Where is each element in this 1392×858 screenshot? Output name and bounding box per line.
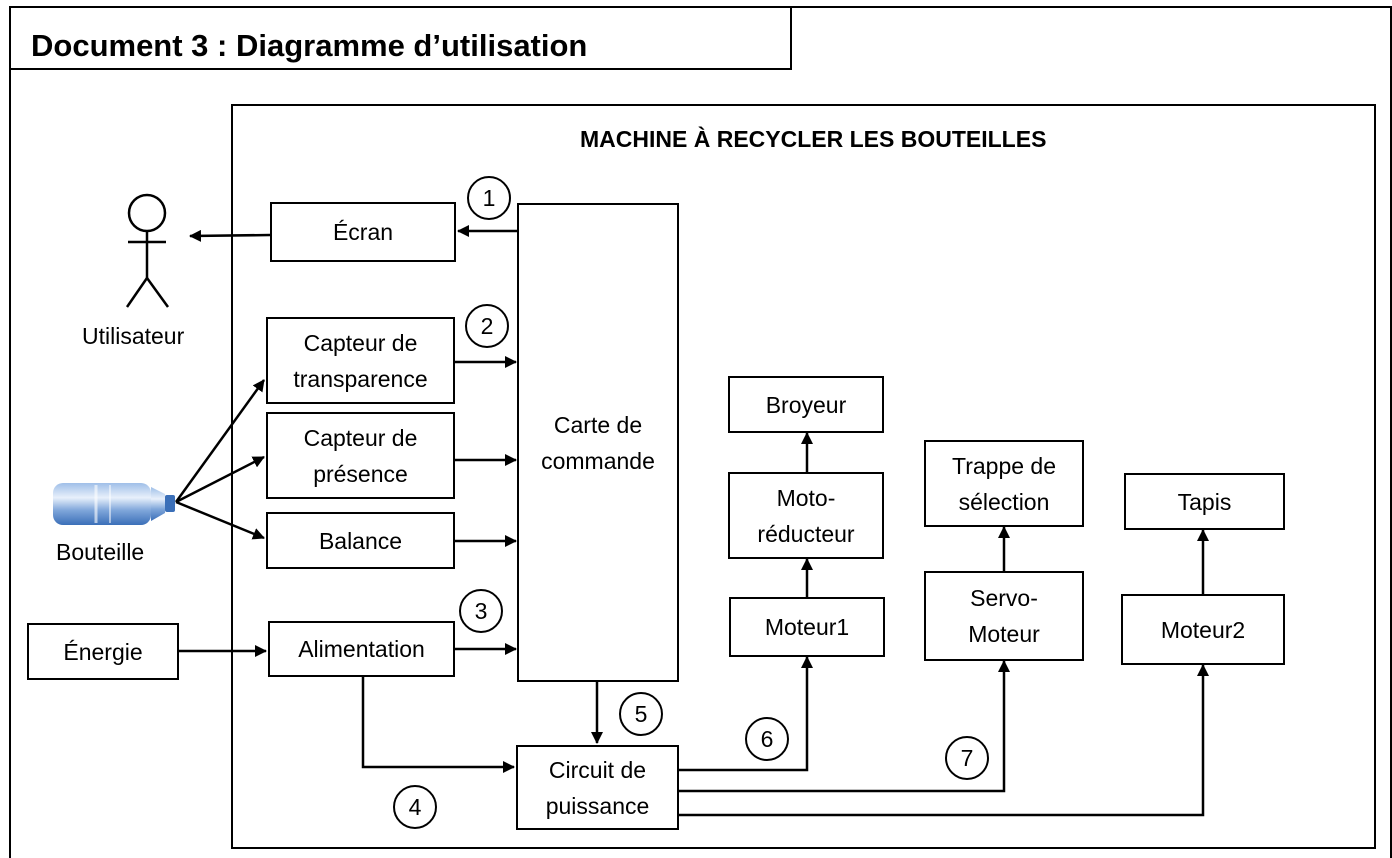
balance-block: Balance xyxy=(266,512,455,569)
marker-6: 6 xyxy=(745,717,789,761)
machine-boundary xyxy=(231,104,1376,849)
bottle-icon xyxy=(53,483,175,525)
trappe-line1: Trappe de xyxy=(952,452,1056,479)
moto-reducteur-block: Moto- réducteur xyxy=(728,472,884,559)
moteur2-block: Moteur2 xyxy=(1121,594,1285,665)
trappe-block: Trappe de sélection xyxy=(924,440,1084,527)
marker-4: 4 xyxy=(393,785,437,829)
broyeur-label: Broyeur xyxy=(765,391,847,418)
arrow-alimentation-to-circuit xyxy=(361,677,515,773)
tapis-label: Tapis xyxy=(1177,488,1232,515)
carte-commande-block: Carte de commande xyxy=(517,203,679,682)
alimentation-label: Alimentation xyxy=(298,636,425,662)
marker-2: 2 xyxy=(465,304,509,348)
servo-moteur-line2: Moteur xyxy=(968,621,1040,647)
ecran-block: Écran xyxy=(270,202,456,262)
servo-moteur-line1: Servo- xyxy=(970,585,1038,611)
user-icon xyxy=(125,193,170,308)
arrow-bottle-to-balance xyxy=(175,500,265,540)
energie-label: Énergie xyxy=(63,638,143,665)
capteur-transparence-line1: Capteur de xyxy=(303,329,418,356)
bottle-label: Bouteille xyxy=(56,539,145,565)
capteur-presence-block: Capteur de présence xyxy=(266,412,455,499)
arrow-ecran-to-user xyxy=(189,229,271,242)
capteur-presence-line1: Capteur de xyxy=(303,424,418,451)
document-title: Document 3 : Diagramme d’utilisation xyxy=(31,28,588,63)
arrow-circuit-to-moteur1 xyxy=(678,656,813,772)
carte-commande-line2: commande xyxy=(541,447,655,474)
arrow-bottle-to-transparence xyxy=(174,379,266,503)
circuit-puissance-line2: puissance xyxy=(545,792,650,819)
circuit-puissance-block: Circuit de puissance xyxy=(516,745,679,830)
user-label: Utilisateur xyxy=(82,323,185,349)
moteur2-label: Moteur2 xyxy=(1160,616,1246,643)
moto-reducteur-line2: réducteur xyxy=(757,520,855,547)
carte-commande-line1: Carte de xyxy=(553,411,643,438)
arrow-circuit-to-servo xyxy=(678,660,1010,793)
moteur1-label: Moteur1 xyxy=(764,614,850,640)
marker-1: 1 xyxy=(467,176,511,220)
document-title-box: Document 3 : Diagramme d’utilisation xyxy=(9,6,792,70)
trappe-line2: sélection xyxy=(958,488,1050,515)
marker-3: 3 xyxy=(459,589,503,633)
capteur-presence-line2: présence xyxy=(313,460,408,487)
marker-5: 5 xyxy=(619,692,663,736)
moto-reducteur-line1: Moto- xyxy=(776,484,836,511)
tapis-block: Tapis xyxy=(1124,473,1285,530)
capteur-transparence-line2: transparence xyxy=(293,365,428,392)
circuit-puissance-line1: Circuit de xyxy=(548,756,647,783)
broyeur-block: Broyeur xyxy=(728,376,884,433)
servo-moteur-block: Servo- Moteur xyxy=(924,571,1084,661)
arrow-circuit-to-moteur2 xyxy=(678,664,1209,817)
ecran-label: Écran xyxy=(332,219,394,245)
arrow-bottle-to-presence xyxy=(175,455,265,504)
moteur1-block: Moteur1 xyxy=(729,597,885,657)
machine-title: MACHINE À RECYCLER LES BOUTEILLES xyxy=(580,126,1047,152)
capteur-transparence-block: Capteur de transparence xyxy=(266,317,455,404)
alimentation-block: Alimentation xyxy=(268,621,455,677)
balance-label: Balance xyxy=(318,527,403,554)
marker-7: 7 xyxy=(945,736,989,780)
energie-block: Énergie xyxy=(27,623,179,680)
